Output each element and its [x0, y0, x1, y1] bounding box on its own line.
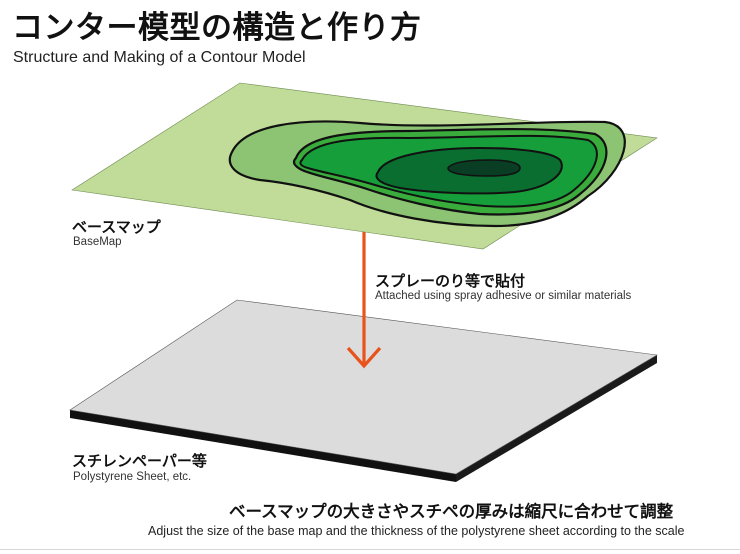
- page-subtitle: Structure and Making of a Contour Model: [13, 49, 306, 66]
- polystyrene-sheet: [69, 299, 658, 482]
- basemap-label-en: BaseMap: [73, 236, 122, 248]
- bottom-divider: [0, 549, 740, 550]
- attach-label-jp: スプレーのり等で貼付: [375, 272, 526, 290]
- footer-note-en: Adjust the size of the base map and the …: [148, 524, 685, 538]
- contour-line-5: [447, 159, 521, 177]
- attach-arrow: [346, 230, 382, 369]
- sheet-label-jp: スチレンペーパー等: [72, 452, 207, 470]
- page-title: コンター模型の構造と作り方: [12, 10, 422, 46]
- sheet-top: [69, 299, 658, 475]
- attach-label-en: Attached using spray adhesive or similar…: [375, 290, 632, 302]
- sheet-edge-right: [456, 355, 657, 482]
- basemap-label-jp: ベースマップ: [72, 218, 161, 236]
- sheet-edge-left: [70, 410, 456, 482]
- footer-note-jp: ベースマップの大きさやスチペの厚みは縮尺に合わせて調整: [229, 502, 674, 521]
- basemap-layer: [71, 82, 658, 250]
- sheet-label-en: Polystyrene Sheet, etc.: [73, 471, 192, 483]
